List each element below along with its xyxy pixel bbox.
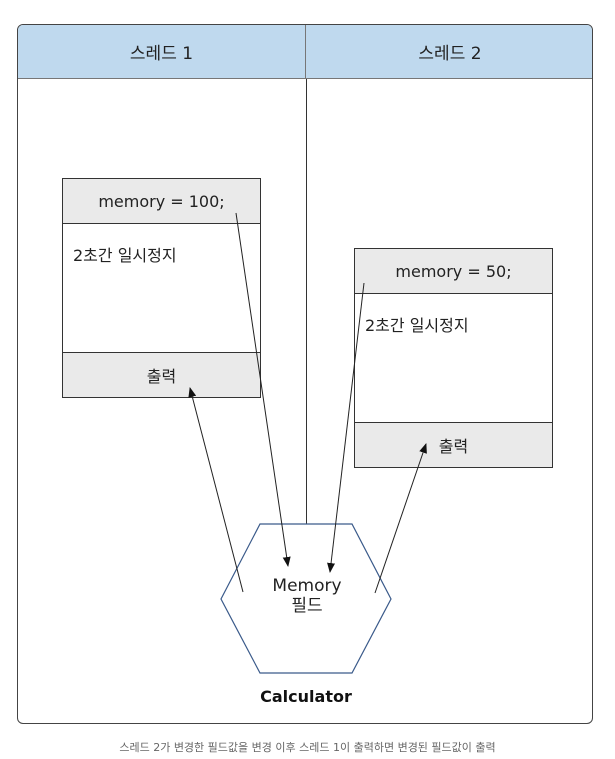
- lane-header-thread-1: 스레드 1: [18, 25, 306, 79]
- memory-field-hexagon: [220, 523, 392, 674]
- thread-2-assign: memory = 50;: [355, 249, 552, 294]
- thread-2-block: memory = 50; 2초간 일시정지 출력: [354, 248, 553, 468]
- thread-1-output: 출력: [63, 352, 260, 397]
- thread-2-output: 출력: [355, 422, 552, 467]
- field-name: Memory: [272, 576, 342, 596]
- thread-2-pause: 2초간 일시정지: [365, 316, 469, 335]
- diagram-frame: 스레드 1 스레드 2 memory = 100; 2초간 일시정지 출력 me…: [17, 24, 593, 724]
- thread-1-pause: 2초간 일시정지: [73, 246, 177, 265]
- lane-header-thread-2: 스레드 2: [306, 25, 592, 79]
- arrow-thread2-write: [327, 282, 365, 573]
- arrow-thread2-read: [374, 443, 427, 594]
- thread-1-assign: memory = 100;: [63, 179, 260, 224]
- memory-field-label: Memory 필드: [221, 576, 393, 616]
- thread-1-block: memory = 100; 2초간 일시정지 출력: [62, 178, 261, 398]
- arrow-thread1-read: [188, 387, 244, 593]
- lane-title: 스레드 1: [129, 44, 194, 64]
- lane-title: 스레드 2: [418, 44, 482, 64]
- lane-divider: [306, 79, 307, 559]
- field-kind: 필드: [291, 596, 323, 616]
- figure-caption: 스레드 2가 변경한 필드값을 변경 이후 스레드 1이 출력하면 변경된 필드…: [119, 741, 496, 754]
- arrow-thread1-write: [235, 212, 291, 567]
- diagram-overlay: [188, 212, 427, 674]
- calculator-label: Calculator: [260, 687, 352, 706]
